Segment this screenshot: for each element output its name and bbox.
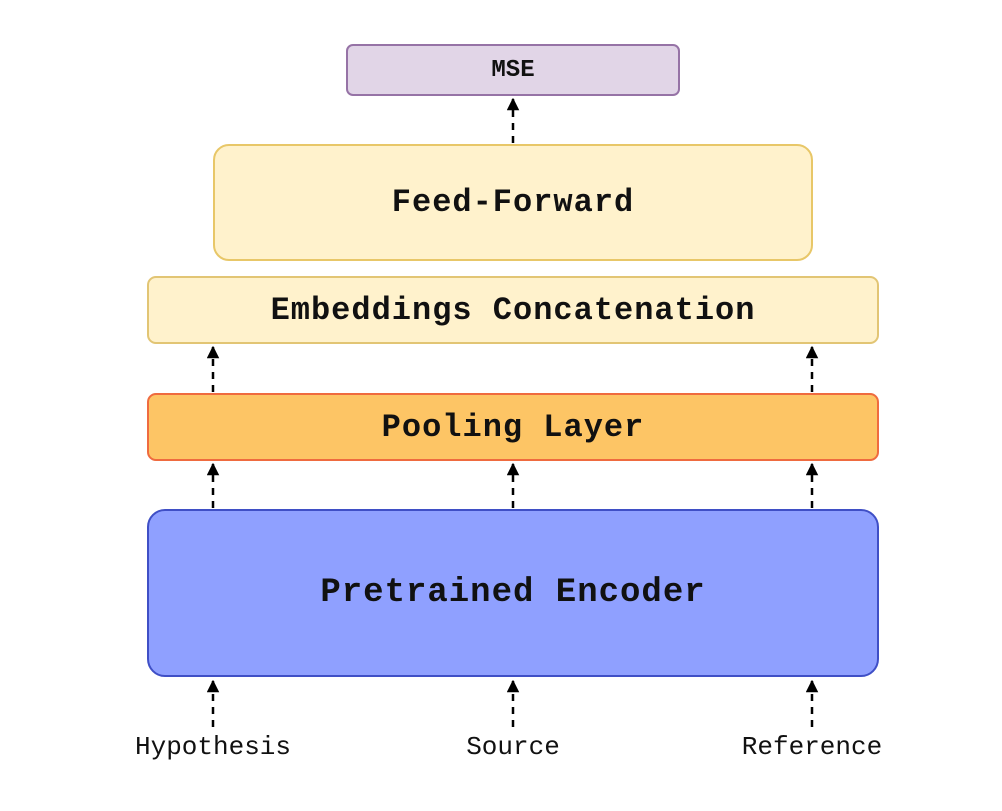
pretrained-encoder-box: Pretrained Encoder bbox=[147, 509, 879, 677]
mse-box: MSE bbox=[346, 44, 680, 96]
embeddings-concatenation-box: Embeddings Concatenation bbox=[147, 276, 879, 344]
mse-label: MSE bbox=[491, 56, 535, 84]
input-source-label: Source bbox=[466, 732, 560, 762]
pooling-layer-box: Pooling Layer bbox=[147, 393, 879, 461]
input-hypothesis-label: Hypothesis bbox=[134, 732, 292, 762]
feed-forward-box: Feed-Forward bbox=[213, 144, 813, 261]
pretrained-encoder-label: Pretrained Encoder bbox=[320, 574, 706, 612]
feed-forward-label: Feed-Forward bbox=[391, 184, 635, 221]
embeddings-concatenation-label: Embeddings Concatenation bbox=[270, 291, 756, 329]
pooling-layer-label: Pooling Layer bbox=[381, 408, 645, 446]
input-reference-label: Reference bbox=[741, 732, 883, 762]
